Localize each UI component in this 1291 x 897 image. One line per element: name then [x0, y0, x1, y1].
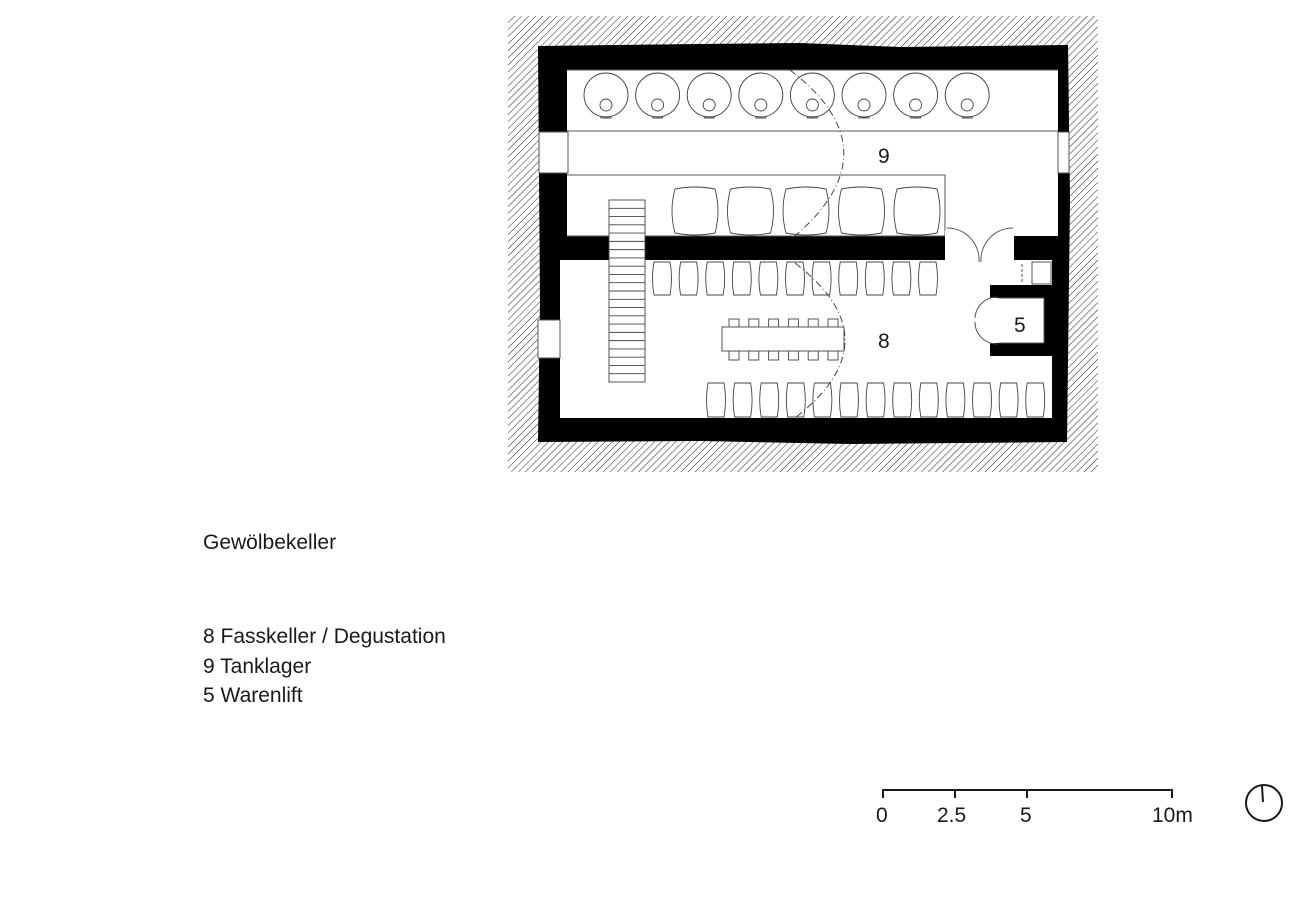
tank-hatch: [651, 98, 665, 112]
barrel: [785, 382, 806, 418]
legend-item: 5 Warenlift: [203, 684, 303, 707]
chair: [748, 350, 760, 361]
tank-hatch: [857, 98, 871, 112]
tank-hatch: [599, 98, 613, 112]
shaft-box: [1031, 261, 1052, 285]
barrel: [671, 186, 719, 236]
barrel: [892, 382, 913, 418]
chair: [768, 318, 780, 328]
vault-line: [789, 69, 846, 419]
barrel: [785, 261, 805, 296]
barrel: [812, 382, 833, 418]
chair: [787, 350, 799, 361]
barrel: [998, 382, 1019, 418]
wine-tank: [789, 72, 835, 118]
scale-label-2-5: 2.5: [937, 804, 966, 827]
chair: [807, 318, 819, 328]
window-left-upper: [538, 131, 569, 174]
wine-tank: [635, 72, 681, 118]
room-label-5: 5: [1014, 314, 1026, 337]
north-arrow-icon: [1245, 784, 1283, 822]
double-door: [946, 227, 1014, 263]
chair: [827, 318, 839, 328]
legend-item: 9 Tanklager: [203, 654, 312, 678]
tasting-table: [721, 326, 845, 352]
chair: [728, 350, 740, 361]
barrel: [652, 261, 672, 296]
barrel: [839, 382, 859, 418]
room-label-9: 9: [878, 145, 890, 168]
barrel: [758, 261, 779, 296]
lift-door: [974, 296, 998, 345]
barrel: [727, 186, 774, 236]
chair: [827, 350, 839, 361]
plan-title: Gewölbekeller: [203, 531, 337, 554]
barrel: [838, 261, 859, 296]
tank-hatch: [805, 98, 819, 112]
barrel: [1025, 382, 1046, 418]
barrel: [731, 261, 752, 296]
scale-label-0: 0: [876, 804, 888, 827]
barrel: [705, 261, 726, 296]
barrel: [945, 382, 966, 418]
barrel: [782, 186, 830, 236]
wine-tank: [738, 72, 784, 118]
chair: [807, 350, 819, 361]
tank-hatch: [960, 98, 974, 112]
legend-item: 8 Fasskeller / Degustation: [203, 625, 446, 648]
barrel: [838, 186, 885, 236]
barrel: [893, 186, 941, 236]
barrel: [864, 261, 885, 296]
window-right-upper: [1057, 131, 1070, 174]
barrel: [811, 261, 832, 296]
wine-tank: [944, 72, 990, 118]
wine-tank: [841, 72, 887, 118]
barrel: [865, 382, 886, 418]
barrel: [918, 382, 939, 418]
lift-shaft: [997, 297, 1045, 344]
scale-label-5: 5: [1020, 804, 1032, 827]
lift-door-gap: [990, 298, 999, 343]
barrel: [706, 382, 726, 418]
tank-hatch: [702, 98, 716, 112]
wine-tank: [893, 72, 939, 118]
barrel: [918, 261, 938, 296]
barrel: [678, 261, 699, 296]
barrel: [891, 261, 912, 296]
legend: 8 Fasskeller / Degustation 9 Tanklager 5…: [203, 622, 446, 711]
tank-hatch: [909, 98, 923, 112]
furniture: [583, 72, 1046, 418]
chair: [748, 318, 760, 328]
chair: [728, 318, 740, 328]
chair: [768, 350, 780, 361]
staircase: [608, 199, 646, 383]
barrel: [972, 382, 992, 418]
scale-bar: [882, 789, 1173, 798]
room-label-8: 8: [878, 330, 890, 353]
window-left-lower: [537, 319, 561, 359]
chair: [787, 318, 799, 328]
scale-label-10m: 10m: [1152, 804, 1193, 827]
barrel: [759, 382, 780, 418]
tank-hatch: [754, 98, 768, 112]
wine-tank: [583, 72, 629, 118]
barrel: [732, 382, 753, 418]
wine-tank: [686, 72, 732, 118]
